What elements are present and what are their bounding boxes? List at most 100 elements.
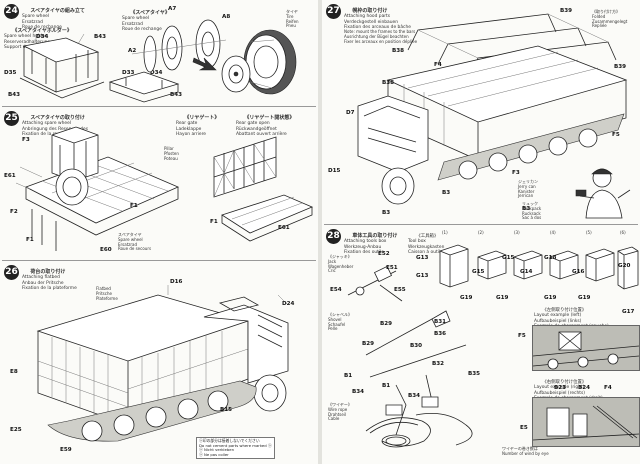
part-label: B30 [410,343,423,349]
part-label: G13 [416,255,429,261]
part-label: F3 [512,170,520,176]
box-label: (2) [478,230,484,235]
box-label: (5) [586,230,592,235]
part-label: F5 [612,132,620,138]
step-number: 26 [4,265,19,280]
soldier-figure-drawing [574,160,634,220]
part-label: B3 [382,210,391,216]
part-label: E59 [60,447,72,453]
step-number: 27 [326,4,341,19]
jack-drawing [340,261,410,311]
spare-wheel-exploded-drawing [128,14,228,94]
part-label: B29 [380,321,393,327]
part-label: E25 [10,427,22,433]
chassis-spare-mount-drawing [12,127,182,267]
part-label: F2 [10,209,18,215]
part-label: B1 [382,383,391,389]
part-label: A7 [168,6,177,12]
part-label: E52 [378,251,390,257]
part-label: B24 [578,385,591,391]
part-label: E61 [4,173,16,179]
part-label: F3 [22,137,30,143]
part-label: G14 [520,269,533,275]
part-label: B43 [170,92,183,98]
step-divider [2,260,316,261]
step-number: 28 [326,229,341,244]
arrow-icon [194,56,216,74]
part-label: B38 [392,48,405,54]
shovel-wire-assembly-drawing [336,305,486,455]
part-label: B43 [8,92,21,98]
part-label: B43 [94,34,107,40]
part-label: F4 [434,62,442,68]
part-label: D15 [328,168,341,174]
rear-gate-drawing [204,137,314,247]
part-label: E5 [520,425,528,431]
page-gutter [318,0,322,464]
part-label: E8 [10,369,18,375]
part-label: D24 [282,301,295,307]
step-divider [2,106,316,107]
part-label: B35 [468,371,481,377]
part-label: G15 [472,269,485,275]
part-label: B15 [220,407,233,413]
part-label: E55 [394,287,406,293]
part-label: D35 [4,70,17,76]
part-label: B3 [522,206,531,212]
part-label: E54 [330,287,342,293]
part-label: B31 [434,319,447,325]
part-label: B34 [352,389,365,395]
part-label: E60 [100,247,112,253]
part-label: G13 [416,273,429,279]
layout-left-image [532,325,640,371]
part-label: D34 [150,70,163,76]
part-label: E51 [386,265,398,271]
box-label: (3) [514,230,520,235]
toolbox-drawings [434,237,638,307]
step-number: 25 [4,111,19,126]
part-label: B34 [408,393,421,399]
part-label: F4 [604,385,612,391]
part-label: B3 [442,190,451,196]
part-label: G18 [544,255,557,261]
part-label: D7 [346,110,355,116]
box-label: (1) [442,230,448,235]
box-label: (6) [620,230,626,235]
part-label: D16 [170,279,183,285]
part-label: F1 [130,203,138,209]
part-label: G19 [544,295,557,301]
part-label: B23 [554,385,567,391]
part-label: D33 [122,70,135,76]
part-label: A2 [128,48,137,54]
layout-left-sketch [533,326,639,370]
holder-subassembly-drawing [104,62,184,102]
part-label: G17 [622,309,635,315]
part-label: G20 [618,263,631,269]
part-label: A8 [222,14,231,20]
part-label: G15 [502,255,515,261]
halftrack-flatbed-drawing [8,275,308,445]
step-number: 24 [4,4,19,19]
